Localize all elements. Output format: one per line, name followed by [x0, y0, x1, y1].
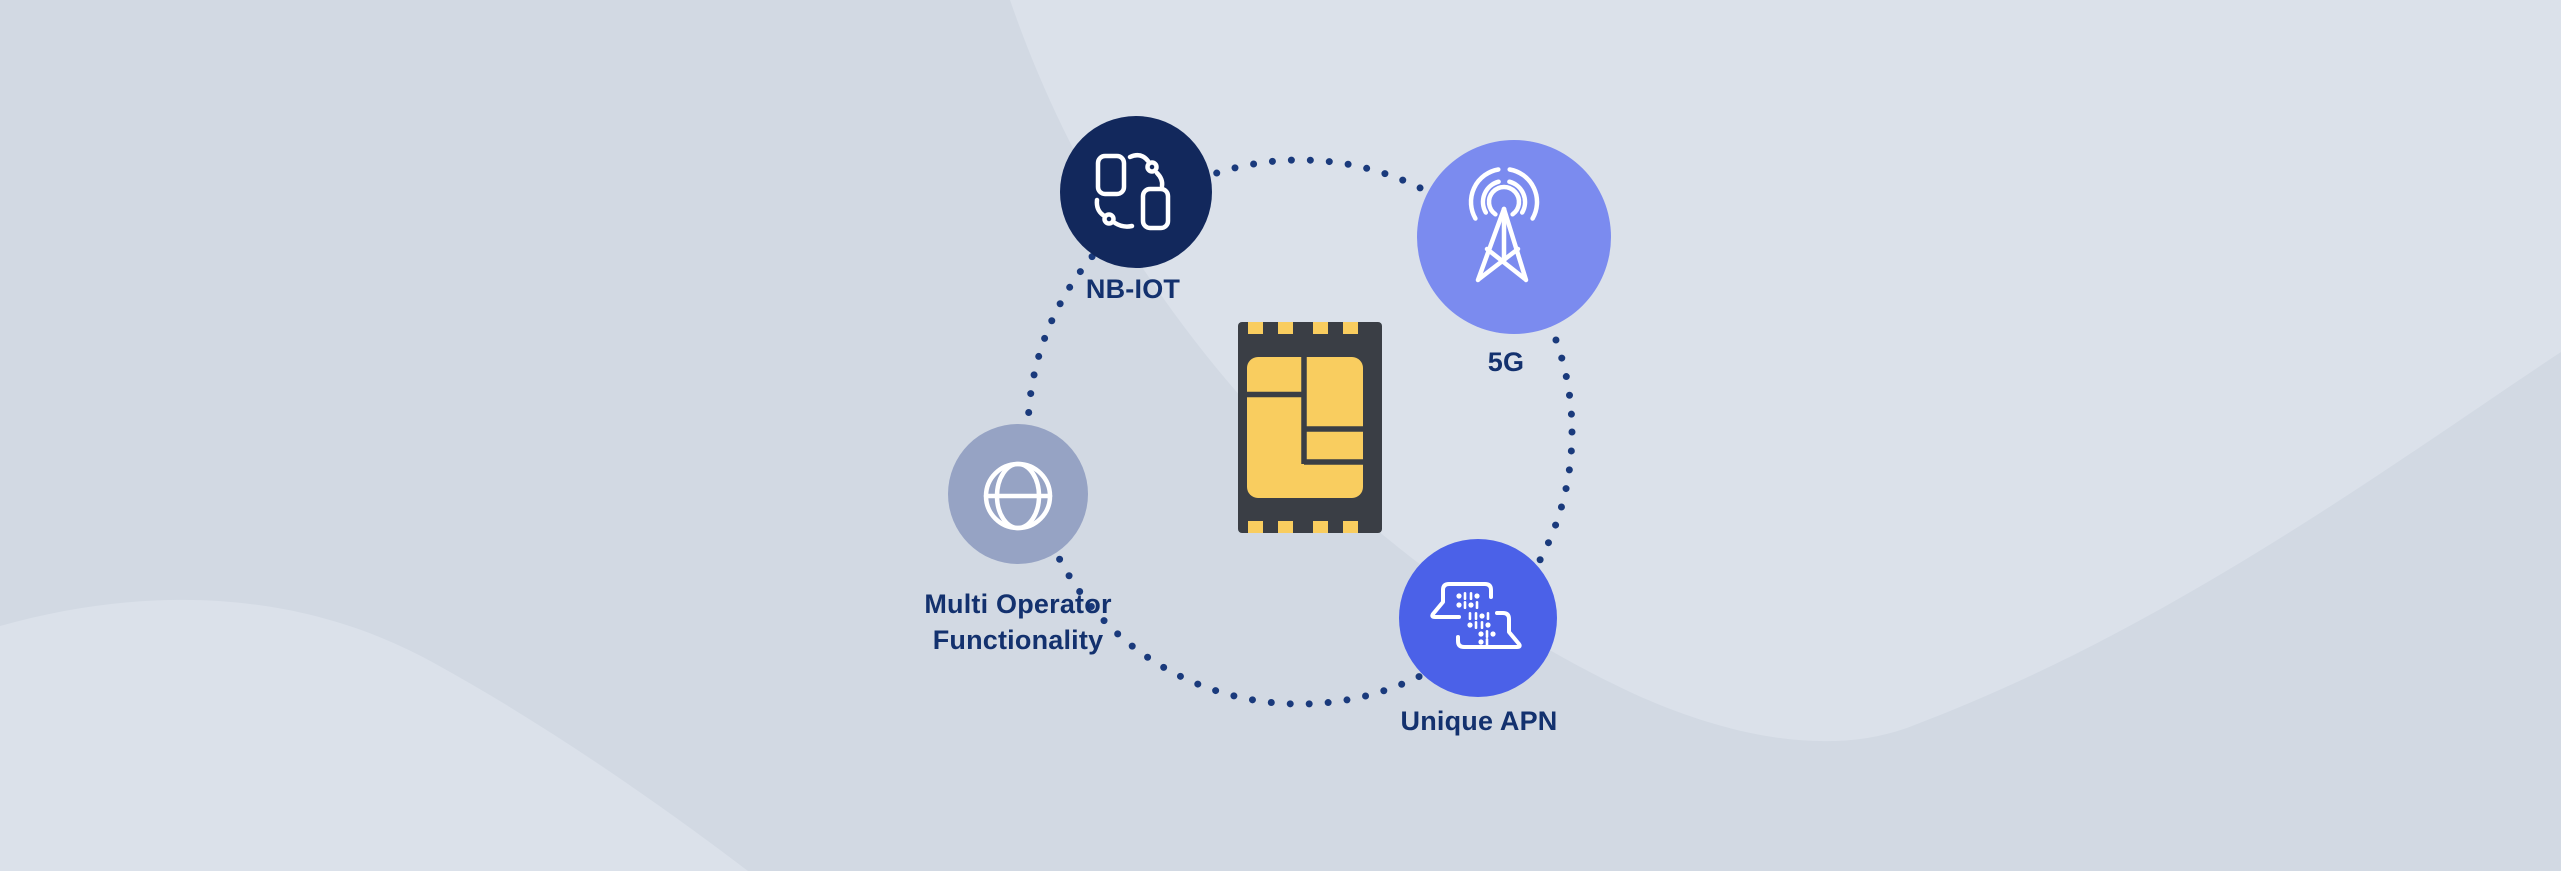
data-exchange-icon [1430, 582, 1522, 649]
nb-iot-circle [1060, 116, 1212, 268]
chip-contact-grooves [1247, 357, 1363, 465]
feature-unique-apn [1399, 539, 1557, 697]
chip-pins [1248, 322, 1358, 533]
feature-5g [1417, 140, 1611, 334]
nb-iot-label: NB-IOT [1085, 274, 1181, 304]
device-sync-icon [1094, 152, 1171, 231]
screen-bottom [1456, 611, 1522, 649]
feature-nb-iot [1060, 116, 1212, 268]
screen-top [1430, 582, 1493, 619]
globe-icon [983, 461, 1053, 531]
unique-apn-label: Unique APN [1400, 706, 1558, 736]
unique-apn-circle [1399, 539, 1557, 697]
feature-multi-operator [948, 424, 1088, 564]
data-dots [1456, 592, 1496, 646]
multi-operator-label: Multi Operator Functionality [924, 589, 1112, 655]
esim-chip [1238, 322, 1382, 533]
5g-label: 5G [1487, 347, 1525, 377]
background-swoosh-right [1010, 0, 2561, 742]
radio-tower-icon [1468, 167, 1540, 283]
background-blob-bottom-left [0, 599, 748, 871]
